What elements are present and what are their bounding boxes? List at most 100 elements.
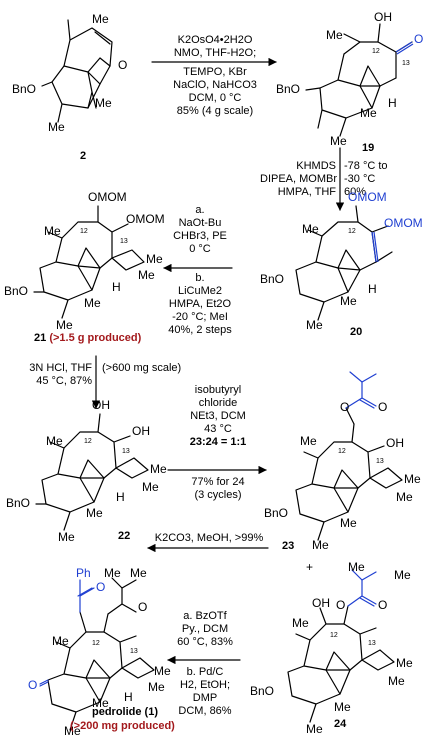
conditions-step-7a: a. BzOTf Py., DCM 60 °C, 83% xyxy=(168,610,242,649)
me-label-2b: Me xyxy=(95,96,112,110)
me-label-20b: Me xyxy=(340,294,357,308)
me-label-22d: Me xyxy=(86,506,103,520)
cond-1-line-4: NaClO, NaHCO3 xyxy=(173,79,257,91)
me-label-1d: Me xyxy=(154,664,171,678)
conditions-step-5-top: isobutyryl chloride NEt3, DCM 43 °C 23:2… xyxy=(176,384,260,449)
cond-3a-1: a. xyxy=(195,204,205,216)
me-label-19a: Me xyxy=(326,28,343,42)
compound-number-20: 20 xyxy=(350,326,363,338)
me-label-24b: Me xyxy=(348,560,365,574)
cond-7a-1: a. BzOTf xyxy=(183,610,227,622)
compound-number-22: 22 xyxy=(118,530,131,542)
cond-3a-3: CHBr3, PE xyxy=(173,230,227,242)
me-label-19b: Me xyxy=(360,106,377,120)
cond-5-4: 43 °C xyxy=(204,423,232,435)
me-label-1c: Me xyxy=(52,634,69,648)
cond-3b-3: HMPA, Et2O xyxy=(168,298,232,310)
me-label-23d: Me xyxy=(340,516,357,530)
me-label-23e: Me xyxy=(312,538,329,552)
c12-label-22: 12 xyxy=(84,438,92,445)
c13-label-21: 13 xyxy=(120,238,128,245)
ester-o-label-24: O xyxy=(336,598,346,612)
cond-7a-2: Py., DCM xyxy=(181,623,229,635)
c13-label-19: 13 xyxy=(402,60,410,67)
compound-21-caption: 21 (>1.5 g produced) xyxy=(34,332,141,344)
yield-note-21: (>1.5 g produced) xyxy=(49,332,142,344)
conditions-step-3a: a. NaOt-Bu CHBr3, PE 0 °C xyxy=(160,204,240,256)
ketone-19 xyxy=(395,41,414,55)
c13-label-1: 13 xyxy=(130,648,138,655)
omom-label-20b: OMOM xyxy=(384,216,423,230)
cond-4-left-1: 3N HCl, THF xyxy=(29,362,92,374)
c12-label-21: 12 xyxy=(80,228,88,235)
structure-pedrolide xyxy=(47,611,155,731)
me-label-21e: Me xyxy=(56,318,73,332)
structure-compound-23 xyxy=(295,407,403,541)
conditions-step-6: K2CO3, MeOH, >99% xyxy=(152,532,266,545)
compound-number-19: 19 xyxy=(362,142,375,154)
structure-compound-21 xyxy=(33,205,145,319)
me-label-21b: Me xyxy=(146,252,163,266)
h-label-1: H xyxy=(124,690,133,704)
cond-5-2: chloride xyxy=(198,397,238,409)
benzoate-group-pedrolide xyxy=(77,579,95,613)
oh-label-22b: OH xyxy=(132,424,150,438)
me-label-22a: Me xyxy=(46,434,63,448)
omom-label-21a: OMOM xyxy=(88,190,127,204)
conditions-step-2-right: -78 °C to -30 °C 60% xyxy=(344,160,414,199)
cond-4-left-2: 45 °C, 87% xyxy=(36,375,92,387)
enol-ether-20 xyxy=(371,231,379,263)
cond-3a-2: NaOt-Bu xyxy=(178,217,222,229)
plus-sign: + xyxy=(306,560,314,574)
bno-label-20: BnO xyxy=(260,272,285,286)
bno-label-19: BnO xyxy=(276,82,301,96)
cond-5-7: (3 cycles) xyxy=(194,489,242,501)
c12-label-19: 12 xyxy=(372,48,380,55)
me-label-20c: Me xyxy=(306,318,323,332)
conditions-step-1: K2OsO4•2H2O NMO, THF-H2O; TEMPO, KBr NaC… xyxy=(150,34,280,118)
cond-1-line-1: K2OsO4•2H2O xyxy=(177,34,253,46)
conditions-step-7b: b. Pd/C H2, EtOH; DMP DCM, 86% xyxy=(168,666,242,718)
conditions-step-3b: b. LiCuMe2 HMPA, Et2O -20 °C; MeI 40%, 2… xyxy=(158,272,242,337)
c12-label-24: 12 xyxy=(330,632,338,639)
h-label-22: H xyxy=(116,490,125,504)
conditions-step-4-left: 3N HCl, THF 45 °C, 87% xyxy=(14,362,92,388)
ketone-o-label-1: O xyxy=(28,678,38,692)
bno-label-2: BnO xyxy=(12,82,37,96)
cond-2-right-2: -30 °C xyxy=(344,173,376,185)
oh-label-19: OH xyxy=(374,10,392,24)
carbonyl-o-label-23: O xyxy=(378,400,388,414)
cond-3b-5: 40%, 2 steps xyxy=(168,324,232,336)
cond-3b-1: b. xyxy=(195,272,205,284)
compound-name-pedrolide: pedrolide (1) xyxy=(92,706,159,718)
bno-label-22: BnO xyxy=(6,496,31,510)
cond-4-right-1: (>600 mg scale) xyxy=(102,362,182,374)
isobutyrate-pedrolide xyxy=(107,577,137,615)
cond-2-left-1: KHMDS xyxy=(296,160,336,172)
ester-o-label-23: O xyxy=(340,400,350,414)
conditions-step-2-left: KHMDS DIPEA, MOMBr HMPA, THF xyxy=(260,160,338,199)
cond-1-line-2: NMO, THF-H2O; xyxy=(173,47,257,59)
structure-compound-19 xyxy=(305,23,413,137)
me-label-2c: Me xyxy=(48,120,65,134)
compound-number-24: 24 xyxy=(334,718,347,730)
bno-label-23: BnO xyxy=(264,506,289,520)
me-label-21a: Me xyxy=(44,224,61,238)
structure-compound-22 xyxy=(35,413,149,531)
me-label-1b: Me xyxy=(104,566,121,580)
oh-label-22a: OH xyxy=(92,398,110,412)
cond-5-5: 23:24 = 1:1 xyxy=(189,436,247,448)
conditions-step-4-right: (>600 mg scale) xyxy=(102,362,202,375)
h-label-19: H xyxy=(388,96,397,110)
cond-2-right-3: 60% xyxy=(344,186,367,198)
cond-5-6: 77% for 24 xyxy=(191,476,245,488)
cond-2-left-2: DIPEA, MOMBr xyxy=(260,173,338,185)
bno-label-21: BnO xyxy=(4,284,29,298)
me-label-23a: Me xyxy=(300,434,317,448)
structure-compound-24 xyxy=(287,605,395,723)
carbonyl-o-label-1: O xyxy=(138,600,148,614)
cond-7b-1: b. Pd/C xyxy=(186,666,224,678)
isobutyrate-group-23 xyxy=(345,371,377,409)
